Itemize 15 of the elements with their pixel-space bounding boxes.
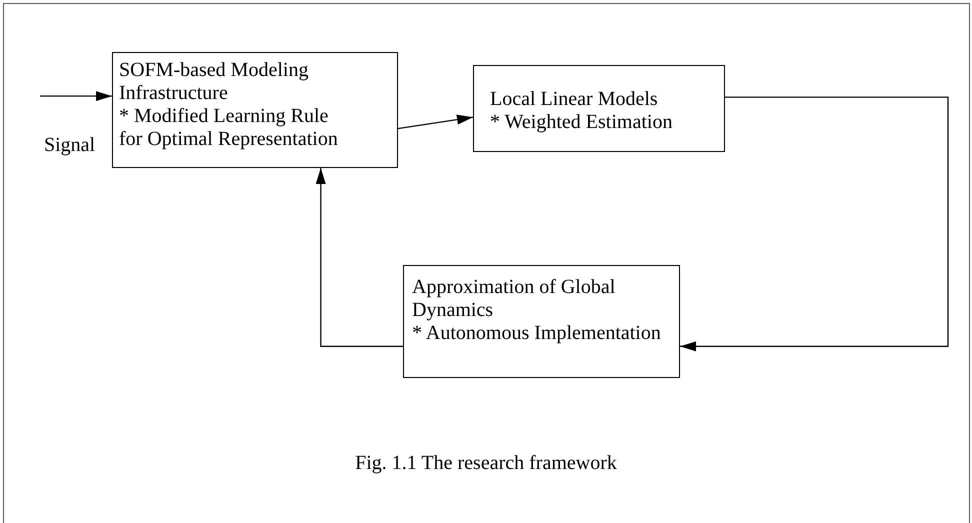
- edge-label: Signal: [44, 134, 96, 157]
- box-body: * Modified Learning Rule for Optimal Representation: [119, 105, 339, 151]
- box-heading: Approximation of Global Dynamics: [412, 276, 616, 322]
- box-heading: SOFM-based Modeling Infrastructure: [119, 59, 310, 105]
- arrow: [40, 91, 112, 102]
- figure-caption: Fig. 1.1 The research framework: [354, 451, 618, 475]
- box-heading: Local Linear Models: [490, 88, 659, 111]
- process-box: [473, 65, 725, 152]
- arrow: [680, 96, 949, 352]
- box-body: * Autonomous Implementation: [412, 322, 662, 345]
- process-box: [112, 52, 398, 168]
- arrow: [316, 168, 403, 347]
- box-body: * Weighted Estimation: [490, 111, 674, 134]
- process-box: [403, 265, 680, 378]
- arrow: [398, 114, 474, 130]
